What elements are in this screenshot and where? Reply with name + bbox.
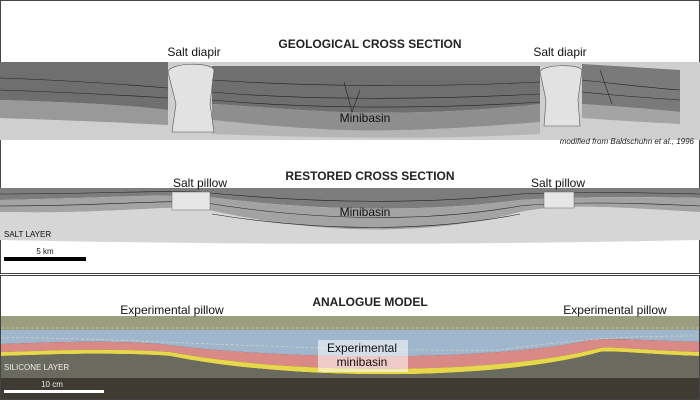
geo-stratum-right-low [582,104,680,124]
geo-title: GEOLOGICAL CROSS SECTION [278,37,461,51]
res-salt [0,206,700,244]
res-horizons [0,191,700,228]
model-dashed-horizons [0,327,700,351]
res-pillow-left [171,191,211,211]
res-pillow-right-label: Salt pillow [531,176,585,190]
model-silicone-layer-label: SILICONE LAYER [4,363,69,372]
geo-stratum-top [0,62,168,110]
model-minibasin-label-line2: minibasin [337,355,388,369]
geo-stratum-right [582,64,680,112]
geo-credit: modified from Baldschuhn et al., 1996 [560,137,695,146]
geo-stratum-mid [0,100,168,125]
res-title: RESTORED CROSS SECTION [285,169,454,183]
geo-minibasin-low [212,120,540,138]
model-title: ANALOGUE MODEL [312,295,427,309]
model-pillow-right-label: Experimental pillow [563,303,667,317]
model-silicone [1,351,699,378]
res-salt-layer-label: SALT LAYER [4,230,51,239]
model-pillow-left-label: Experimental pillow [120,303,224,317]
res-scale-label: 5 km [36,247,54,256]
geo-minibasin-label: Minibasin [340,111,391,125]
res-pillow-left-label: Salt pillow [173,176,227,190]
geo-minibasin-mid [212,104,540,131]
res-minibasin-label: Minibasin [340,205,391,219]
res-scale-bar [4,257,86,261]
model-scale-bar [4,390,104,393]
model-scale-label: 10 cm [41,380,63,389]
analogue-section: ANALOGUE MODEL Experimental pillow Exper… [0,295,700,399]
model-minibasin-label-line1: Experimental [327,341,397,355]
model-top-layer [1,316,699,330]
geo-horizons [0,69,681,113]
geo-diapir-left [167,63,215,133]
res-pillow-right [543,191,575,209]
geo-diapir-left-label: Salt diapir [167,45,220,59]
model-minibasin-label-bg [318,340,408,372]
geo-diapir-right-label: Salt diapir [533,45,586,59]
model-red-layer [1,339,699,369]
model-yellow-layer [1,347,699,375]
geological-section: GEOLOGICAL CROSS SECTION Salt diapir Sal… [0,37,700,146]
restored-section: RESTORED CROSS SECTION Salt pillow Salt … [0,169,700,261]
geo-diapir-right [539,65,583,127]
geo-minibasin-top [212,66,540,113]
